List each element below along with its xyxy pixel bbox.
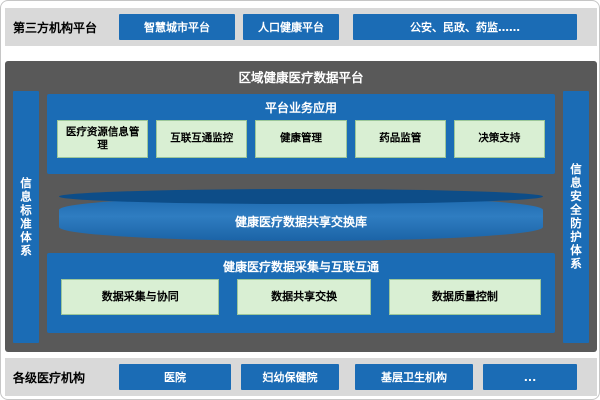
collection-items-row: 数据采集与协同 数据共享交换 数据质量控制	[47, 279, 555, 315]
box-maternal-child-hospital: 妇幼保健院	[241, 364, 339, 390]
medical-institutions-row: 各级医疗机构 医院 妇幼保健院 基层卫生机构 ...	[5, 358, 597, 396]
data-exchange-database-cylinder: 健康医疗数据共享交换库	[59, 189, 543, 241]
box-hospital: 医院	[119, 364, 231, 390]
gbox-medical-resource-info-mgmt: 医疗资源信息管理	[57, 120, 149, 158]
gbox-data-sharing-exchange: 数据共享交换	[237, 279, 371, 315]
third-party-row: 第三方机构平台 智慧城市平台 人口健康平台 公安、民政、药监……	[5, 8, 597, 46]
business-items-row: 医疗资源信息管理 互联互通监控 健康管理 药品监管 决策支持	[47, 120, 555, 158]
platform-title: 区域健康医疗数据平台	[238, 70, 364, 85]
gbox-interconnection-monitoring: 互联互通监控	[156, 120, 248, 158]
gbox-decision-support: 决策支持	[453, 120, 546, 158]
gbox-data-quality-control: 数据质量控制	[388, 279, 541, 315]
box-population-health-platform: 人口健康平台	[243, 14, 339, 40]
info-standard-system-bar: 信息标准体系	[13, 91, 39, 343]
box-gov-agencies: 公安、民政、药监……	[353, 14, 577, 40]
medical-institutions-label: 各级医疗机构	[13, 370, 86, 385]
business-application-panel: 平台业务应用 医疗资源信息管理 互联互通监控 健康管理 药品监管 决策支持	[47, 94, 555, 174]
cylinder-top-ellipse	[59, 189, 543, 204]
box-grassroots-health-institution: 基层卫生机构	[355, 364, 473, 390]
gbox-health-management: 健康管理	[255, 120, 347, 158]
platform-container: 区域健康医疗数据平台 信息标准体系 信息安全防护体系 平台业务应用 医疗资源信息…	[5, 61, 597, 352]
data-collection-panel: 健康医疗数据采集与互联互通 数据采集与协同 数据共享交换 数据质量控制	[47, 253, 555, 333]
box-smart-city-platform: 智慧城市平台	[119, 14, 235, 40]
collection-panel-title: 健康医疗数据采集与互联互通	[222, 260, 379, 274]
gbox-data-collection-collaboration: 数据采集与协同	[61, 279, 220, 315]
third-party-row-label: 第三方机构平台	[13, 20, 98, 35]
business-panel-title: 平台业务应用	[264, 101, 337, 115]
platform-center-area: 平台业务应用 医疗资源信息管理 互联互通监控 健康管理 药品监管 决策支持 健康…	[47, 61, 555, 352]
database-label: 健康医疗数据共享交换库	[234, 215, 367, 229]
box-ellipsis: ...	[483, 364, 577, 390]
info-security-system-bar: 信息安全防护体系	[563, 91, 589, 343]
gbox-drug-supervision: 药品监管	[354, 120, 446, 158]
